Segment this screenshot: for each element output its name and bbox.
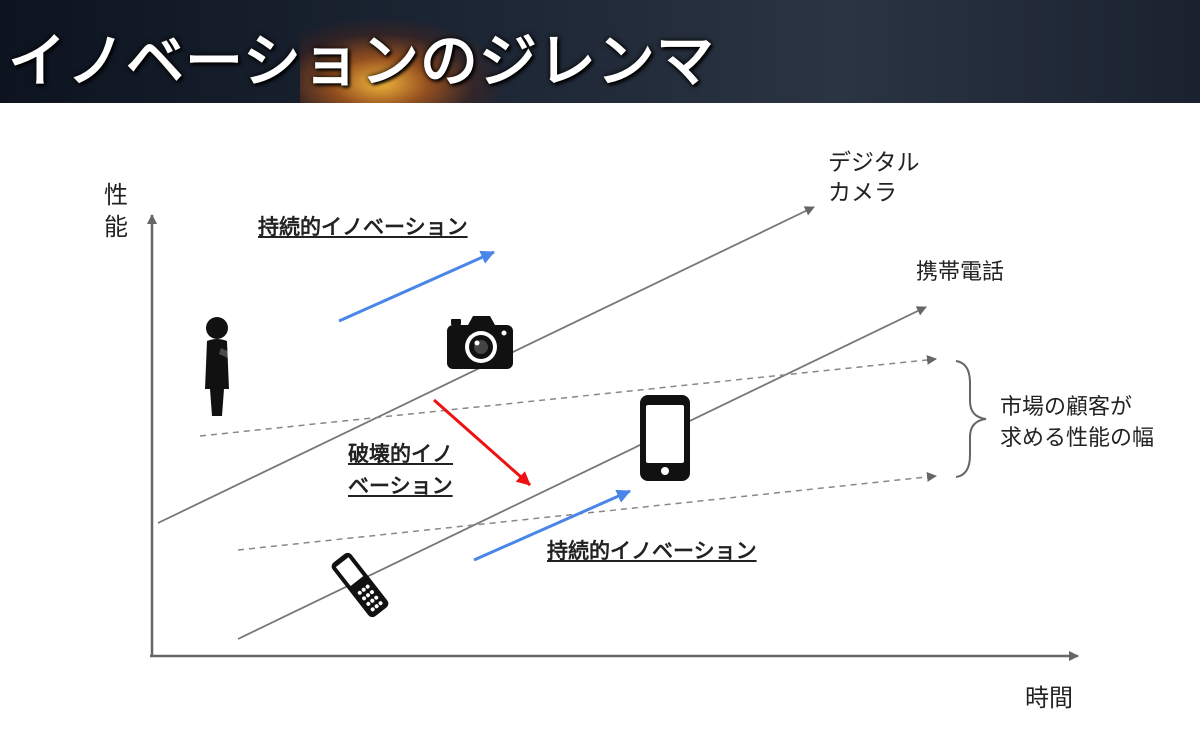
innovation-diagram: 性能 時間 デジタル カメラ 携帯電話 市場の顧客が 求める性能の幅 持続的イノ… <box>0 103 1200 743</box>
person-icon <box>205 317 234 416</box>
demand-lower-line <box>237 471 937 551</box>
digital-camera-label-line2: カメラ <box>828 180 897 206</box>
demand-upper-line <box>199 354 937 437</box>
header-bar: イノベーションのジレンマ <box>0 0 1200 103</box>
sustaining-innovation-label-bottom: 持続的イノベーション <box>547 539 757 563</box>
sustaining-arrow-bottom <box>473 489 631 562</box>
smartphone-icon <box>640 395 690 481</box>
x-axis-label: 時間 <box>1025 684 1073 712</box>
mobile-phone-line <box>237 306 927 640</box>
mobile-phone-label: 携帯電話 <box>916 260 1005 285</box>
fire-decoration <box>300 20 500 103</box>
flip-phone-icon <box>331 552 389 618</box>
sustaining-arrow-top <box>338 250 495 323</box>
y-axis-label: 性能 <box>104 181 128 242</box>
demand-range-label-line1: 市場の顧客が <box>1000 395 1133 420</box>
camera-icon <box>447 316 513 369</box>
disruptive-innovation-label-line2: ベーション <box>348 474 453 498</box>
diagram-svg <box>147 206 1079 661</box>
demand-bracket <box>955 360 987 478</box>
demand-range-label-line2: 求める性能の幅 <box>1000 426 1155 451</box>
disruptive-innovation-label-line1: 破壊的イノ <box>348 442 453 466</box>
digital-camera-label-line1: デジタル <box>828 150 920 176</box>
slide-title: イノベーションのジレンマ <box>8 27 715 95</box>
disruptive-arrow <box>433 398 531 487</box>
sustaining-innovation-label-top: 持続的イノベーション <box>258 215 468 239</box>
